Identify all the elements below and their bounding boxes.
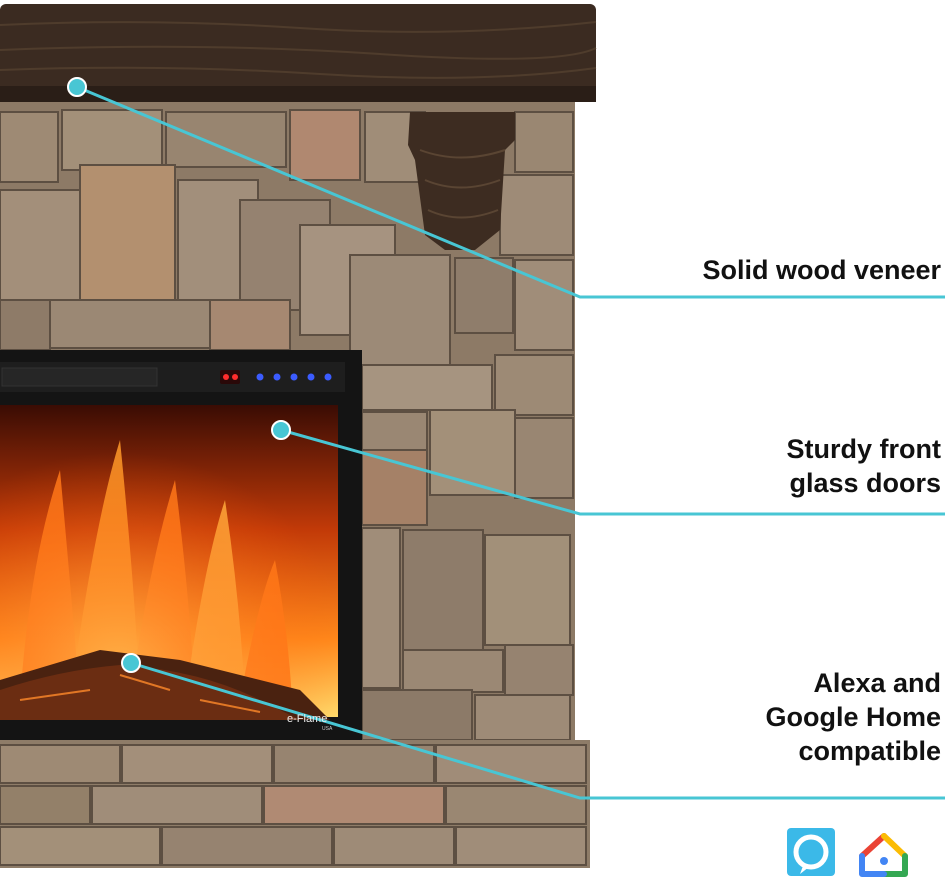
brand-logo: e-Flame [287,713,328,725]
brand-logo-sub: USA [322,726,333,732]
callout-lines [76,85,945,800]
callout-text: Solid wood veneer [702,255,941,285]
vent-grille [1,367,158,387]
hearth-stones [0,744,587,866]
callout-text: Alexa and [813,668,941,698]
callout-wood-veneer: Solid wood veneer [702,253,941,287]
callout-smart-home: Alexa and Google Home compatible [765,666,941,768]
callout-glass-doors: Sturdy front glass doors [787,432,942,500]
callout-text: glass doors [789,468,941,498]
control-leds [256,373,332,381]
stone-blocks [0,109,574,741]
callout-dot-wood [67,77,87,97]
callout-text: compatible [798,736,941,766]
power-indicator [220,370,240,384]
callout-dot-glass [271,420,291,440]
wood-corbel [408,112,515,250]
callout-dot-smart [121,653,141,673]
google-home-icon [859,833,908,877]
logs [0,650,330,720]
callout-text: Google Home [765,702,941,732]
callout-text: Sturdy front [786,434,942,464]
alexa-icon [787,828,835,876]
